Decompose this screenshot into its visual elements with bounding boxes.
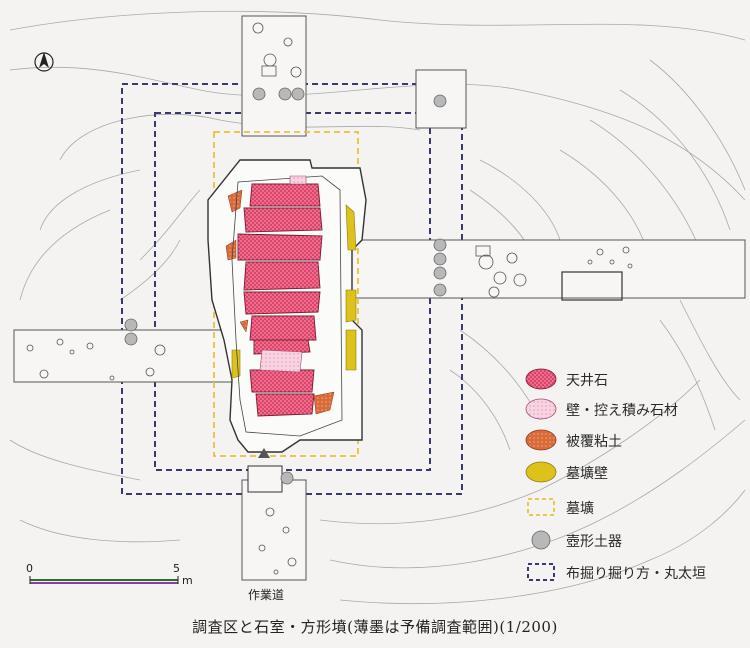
scale-zero: 0 xyxy=(26,562,33,575)
legend-label-jar-vessel: 壺形土器 xyxy=(566,534,622,550)
wall-stones xyxy=(259,175,307,373)
contour-lines xyxy=(9,10,746,604)
scale-bar xyxy=(29,576,179,584)
covering-clay xyxy=(225,189,335,415)
survey-trenches xyxy=(13,15,746,581)
jar-vessels xyxy=(124,87,447,485)
legend-label-grave-pit: 墓壙 xyxy=(566,501,594,517)
legend-label-covering-clay: 被覆粘土 xyxy=(566,434,622,450)
work-road-label: 作業道 xyxy=(248,588,285,602)
legend-label-ceiling-stone: 天井石 xyxy=(566,373,608,389)
survey-box xyxy=(561,271,623,301)
legend-label-enclosure: 布掘り掘り方・丸太垣 xyxy=(566,566,706,582)
rubble-stones xyxy=(26,22,633,575)
legend-symbols xyxy=(525,368,557,581)
chamber-walls xyxy=(231,175,343,437)
pit-wall xyxy=(231,204,357,379)
north-arrow-icon xyxy=(34,52,54,72)
scale-five: 5 xyxy=(173,562,180,575)
survey-box-small xyxy=(247,465,283,493)
ceiling-stones xyxy=(237,183,323,417)
map-caption: 調査区と石室・方形墳(薄墨は予備調査範囲)(1/200) xyxy=(192,618,558,636)
marker-triangle xyxy=(258,448,270,458)
legend-label-wall-stone: 壁・控え積み石材 xyxy=(566,403,678,419)
legend-label-pit-wall: 墓壙壁 xyxy=(566,466,608,482)
scale-unit: m xyxy=(182,574,193,587)
